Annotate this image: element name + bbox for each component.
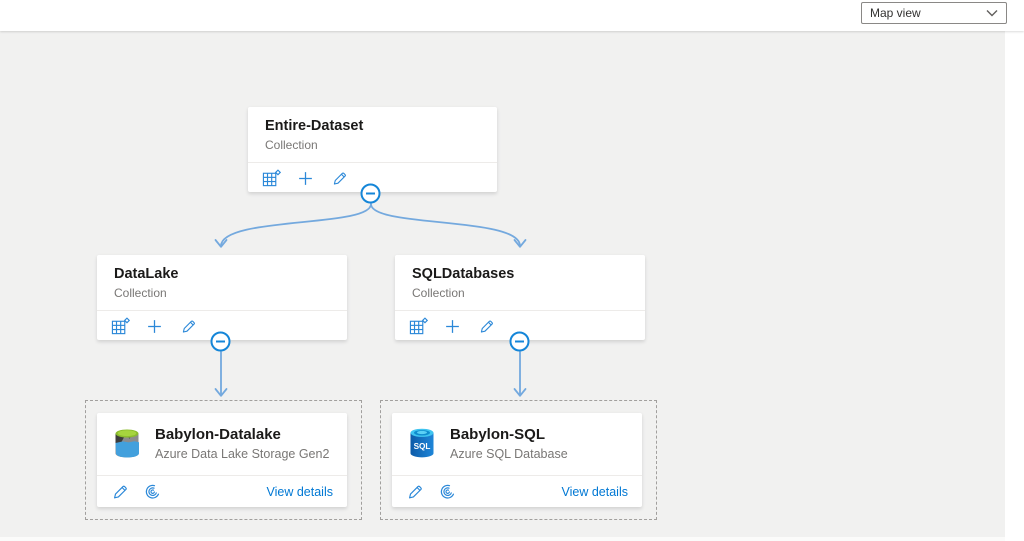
scan-icon[interactable]	[437, 482, 457, 502]
azure-sql-database-icon: SQL	[410, 428, 434, 458]
view-assets-grid-icon[interactable]	[261, 168, 281, 188]
source-group-babylon-sql	[380, 400, 657, 520]
edit-pencil-icon[interactable]	[329, 168, 349, 188]
collection-card-entire-dataset[interactable]: Entire-Dataset Collection	[248, 107, 497, 192]
add-collection-plus-icon[interactable]	[295, 168, 315, 188]
card-divider	[97, 475, 347, 476]
collapse-minus-icon[interactable]	[360, 183, 381, 204]
chevron-down-icon	[986, 10, 998, 17]
sql-icon-label: SQL	[414, 442, 431, 451]
source-title: Babylon-SQL	[450, 426, 546, 443]
source-title: Babylon-Datalake	[155, 426, 281, 443]
top-toolbar: Map view	[0, 0, 1024, 31]
bottom-strip	[0, 537, 1005, 541]
source-subtitle: Azure Data Lake Storage Gen2	[155, 447, 330, 461]
edit-pencil-icon[interactable]	[476, 316, 496, 336]
source-card-babylon-sql[interactable]: SQL Babylon-SQL Azure SQL Database Vie	[392, 413, 642, 507]
source-group-babylon-datalake	[85, 400, 362, 520]
collection-title: SQLDatabases	[412, 266, 515, 282]
collection-card-datalake[interactable]: DataLake Collection	[97, 255, 347, 340]
add-collection-plus-icon[interactable]	[144, 316, 164, 336]
card-divider	[392, 475, 642, 476]
collection-subtitle: Collection	[114, 286, 167, 300]
view-details-link[interactable]: View details	[561, 485, 628, 499]
scan-icon[interactable]	[142, 482, 162, 502]
view-assets-grid-icon[interactable]	[110, 316, 130, 336]
collection-subtitle: Collection	[412, 286, 465, 300]
right-gutter	[1005, 31, 1024, 541]
collapse-minus-icon[interactable]	[509, 331, 530, 352]
collection-subtitle: Collection	[265, 138, 318, 152]
collection-title: DataLake	[114, 266, 179, 282]
source-subtitle: Azure SQL Database	[450, 447, 568, 461]
card-divider	[248, 162, 497, 163]
edit-pencil-icon[interactable]	[405, 482, 425, 502]
source-card-babylon-datalake[interactable]: Babylon-Datalake Azure Data Lake Storage…	[97, 413, 347, 507]
edit-pencil-icon[interactable]	[110, 482, 130, 502]
view-details-link[interactable]: View details	[266, 485, 333, 499]
collection-card-sqldatabases[interactable]: SQLDatabases Collection	[395, 255, 645, 340]
collapse-minus-icon[interactable]	[210, 331, 231, 352]
card-divider	[97, 310, 347, 311]
view-mode-dropdown[interactable]: Map view	[861, 2, 1007, 24]
card-divider	[395, 310, 645, 311]
edit-pencil-icon[interactable]	[178, 316, 198, 336]
add-collection-plus-icon[interactable]	[442, 316, 462, 336]
azure-data-lake-storage-gen2-icon	[115, 429, 139, 458]
collection-title: Entire-Dataset	[265, 118, 364, 134]
view-assets-grid-icon[interactable]	[408, 316, 428, 336]
view-mode-value: Map view	[870, 6, 921, 20]
